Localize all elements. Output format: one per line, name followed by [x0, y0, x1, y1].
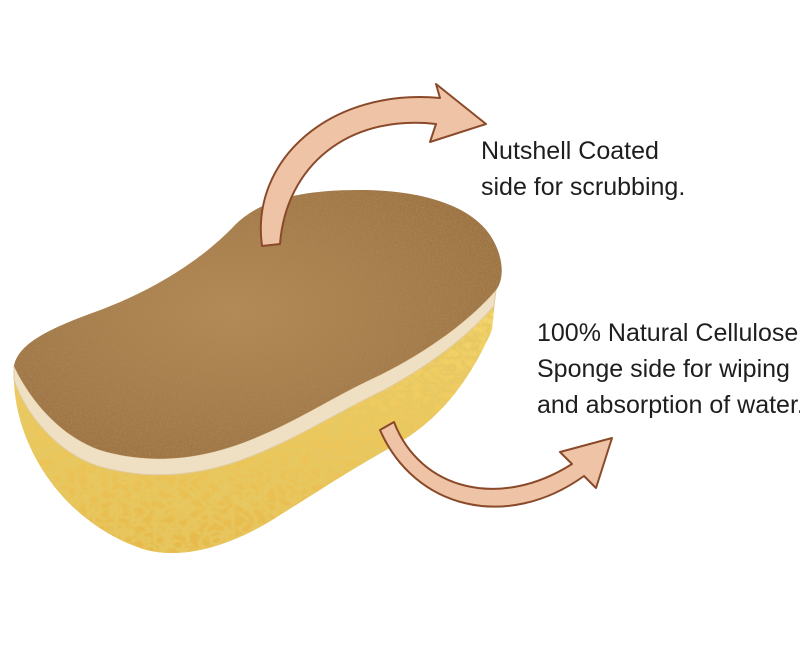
nutshell-coating-layer	[14, 190, 502, 459]
curved-arrow-down-right-icon	[379, 421, 613, 508]
scrub-side-caption-line-1: Nutshell Coated	[481, 137, 659, 165]
sponge-side-caption: 100% Natural Cellulose Sponge side for w…	[537, 315, 800, 423]
sponge-side-caption-line-2: Sponge side for wiping	[537, 355, 790, 383]
scrub-side-caption: Nutshell Coated side for scrubbing.	[481, 133, 685, 205]
scrub-side-caption-line-2: side for scrubbing.	[481, 173, 686, 201]
sponge-side-caption-line-1: 100% Natural Cellulose	[537, 319, 799, 347]
cellulose-sponge-layer	[13, 290, 496, 554]
sponge-side-caption-line-3: and absorption of water.	[537, 391, 800, 419]
curved-arrow-up-right-icon	[259, 83, 487, 247]
